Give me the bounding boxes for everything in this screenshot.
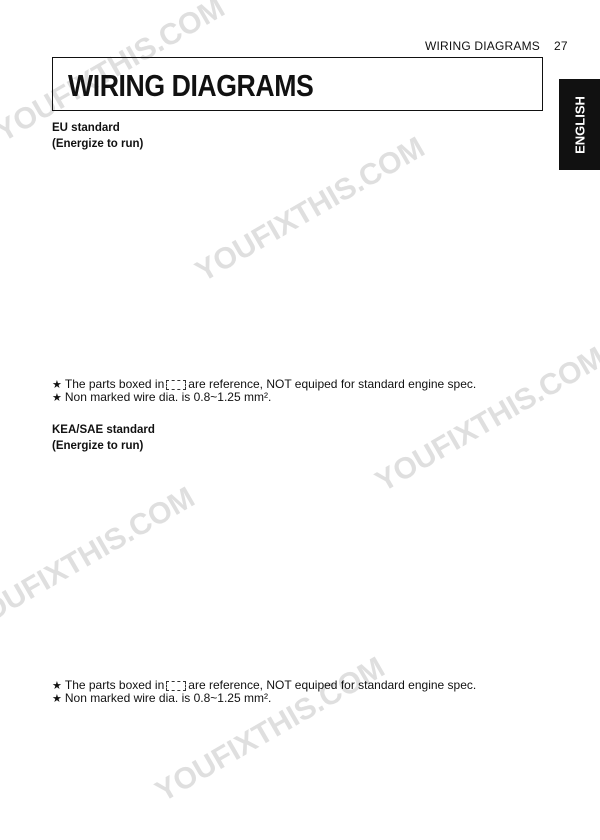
wiring-diagram-kea: Timer(Glow lamp) 15694-65990 IC type Alt… [110, 447, 490, 677]
note-text-b: are reference, NOT equiped for standard … [188, 678, 477, 692]
running-header: WIRING DIAGRAMS 27 [425, 39, 568, 53]
star-icon: ★ [52, 379, 62, 391]
section-title-eu: EU standard (Energize to run) [52, 120, 143, 152]
note-wire: ★Non marked wire dia. is 0.8~1.25 mm². [52, 391, 271, 405]
header-section: WIRING DIAGRAMS [425, 39, 541, 53]
page-number: 27 [554, 39, 568, 53]
star-icon: ★ [52, 392, 62, 404]
section-title-line2: (Energize to run) [52, 138, 144, 150]
section-title-line2: (Energize to run) [52, 440, 144, 452]
wiring-diagram-eu: Timer(Glow lamp) 15694-65990 IC type Alt… [110, 145, 490, 375]
dashed-box-icon [166, 680, 187, 691]
note-text-a: The parts boxed in [64, 377, 165, 391]
note-reference: ★The parts boxed in are reference, NOT eq… [52, 679, 476, 693]
star-icon: ★ [52, 680, 62, 692]
note-wire: ★Non marked wire dia. is 0.8~1.25 mm². [52, 692, 271, 706]
note-wire-text: Non marked wire dia. is 0.8~1.25 mm². [64, 691, 272, 705]
language-tab-label: ENGLISH [572, 95, 587, 154]
note-text-b: are reference, NOT equiped for standard … [188, 377, 477, 391]
note-reference: ★The parts boxed in are reference, NOT eq… [52, 378, 476, 392]
page-title: WIRING DIAGRAMS [68, 68, 314, 103]
note-wire-text: Non marked wire dia. is 0.8~1.25 mm². [64, 390, 272, 404]
language-tab: ENGLISH [559, 79, 600, 170]
section-title-line1: EU standard [52, 122, 120, 134]
star-icon: ★ [52, 693, 62, 705]
note-text-a: The parts boxed in [64, 678, 165, 692]
section-title-line1: KEA/SAE standard [52, 424, 155, 436]
title-box: WIRING DIAGRAMS [52, 57, 543, 111]
dashed-box-icon [166, 379, 187, 390]
section-title-kea: KEA/SAE standard (Energize to run) [52, 422, 155, 454]
